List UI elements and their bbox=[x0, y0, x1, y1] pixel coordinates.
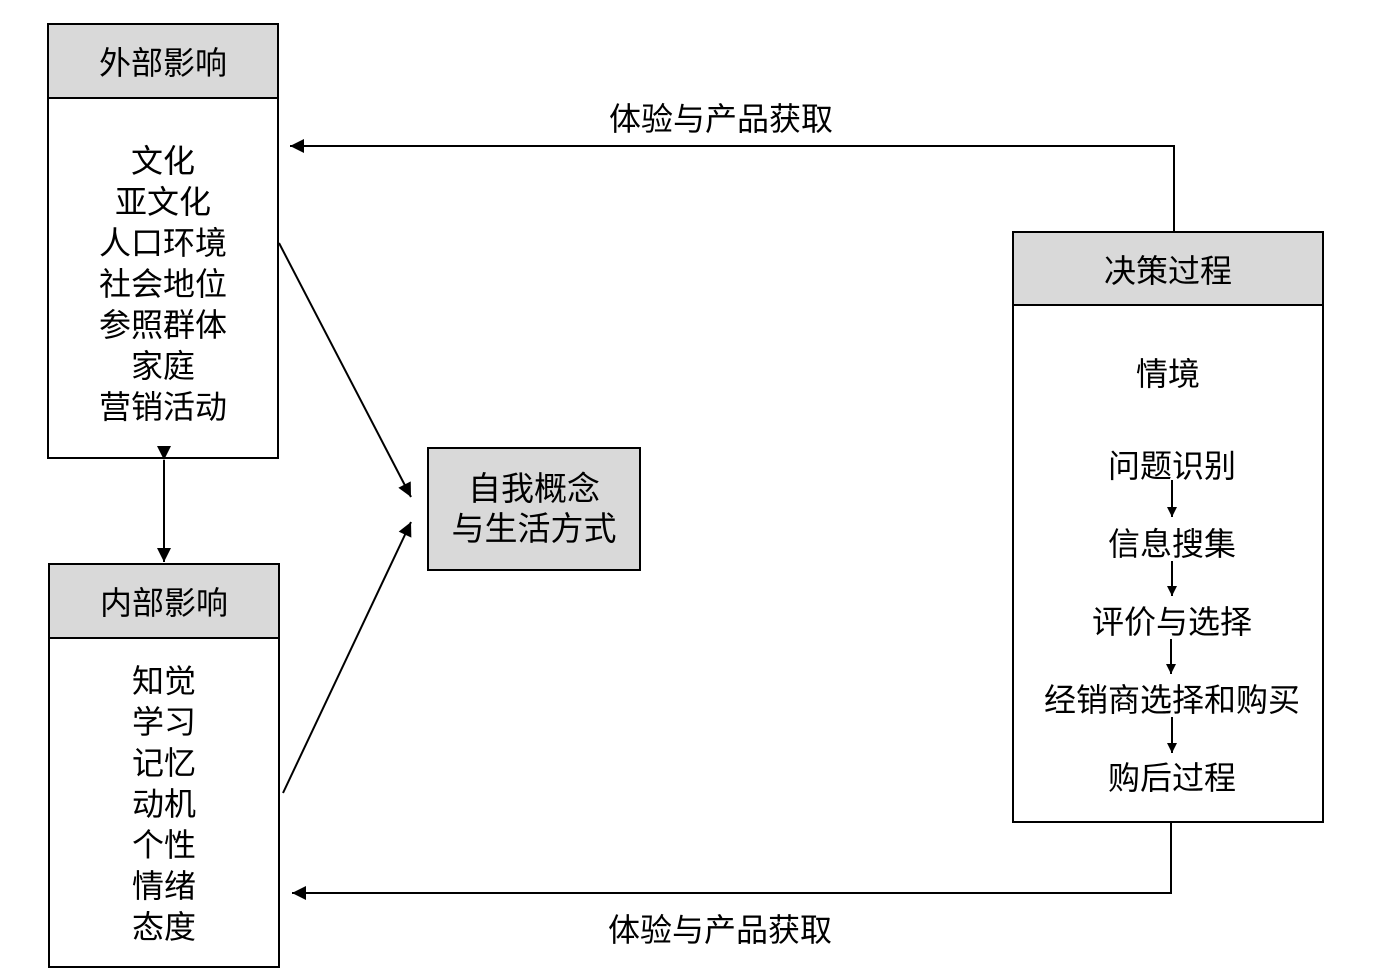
internal-influences-list: 知觉 学习 记忆 动机 个性 情绪 态度 bbox=[50, 639, 278, 948]
list-item: 动机 bbox=[131, 785, 196, 823]
list-item: 营销活动 bbox=[98, 388, 227, 426]
list-item: 记忆 bbox=[131, 744, 196, 782]
list-item: 知觉 bbox=[131, 662, 196, 700]
internal-influences-title: 内部影响 bbox=[50, 565, 278, 639]
self-concept-line2: 与生活方式 bbox=[451, 509, 617, 548]
external-influences-box: 外部影响 文化 亚文化 人口环境 社会地位 参照群体 家庭 营销活动 bbox=[47, 23, 279, 459]
bottom-feedback-arrow bbox=[292, 823, 1172, 900]
list-item: 亚文化 bbox=[114, 183, 211, 221]
internal-to-self-arrow bbox=[282, 521, 412, 794]
step-information-search: 信息搜集 bbox=[1107, 525, 1236, 563]
list-item: 参照群体 bbox=[98, 306, 227, 344]
step-problem-recognition: 问题识别 bbox=[1107, 447, 1236, 485]
list-item: 文化 bbox=[130, 142, 195, 180]
decision-process-box: 决策过程 情境 问题识别 信息搜集 评价与选择 经销商选择和购买 购后过程 bbox=[1012, 231, 1324, 823]
list-item: 个性 bbox=[131, 826, 196, 864]
step-evaluation-selection: 评价与选择 bbox=[1091, 603, 1252, 641]
top-feedback-arrow bbox=[290, 139, 1175, 231]
list-item: 学习 bbox=[131, 703, 196, 741]
external-influences-title: 外部影响 bbox=[49, 25, 277, 99]
external-influences-list: 文化 亚文化 人口环境 社会地位 参照群体 家庭 营销活动 bbox=[49, 99, 277, 428]
self-concept-line1: 自我概念 bbox=[468, 469, 600, 508]
feedback-label-top: 体验与产品获取 bbox=[609, 100, 834, 138]
list-item: 家庭 bbox=[130, 347, 195, 385]
situation-label: 情境 bbox=[1135, 355, 1200, 393]
feedback-label-bottom: 体验与产品获取 bbox=[608, 911, 833, 949]
step-outlet-selection-purchase: 经销商选择和购买 bbox=[1043, 681, 1300, 719]
list-item: 态度 bbox=[131, 908, 196, 946]
list-item: 人口环境 bbox=[98, 224, 227, 262]
internal-influences-box: 内部影响 知觉 学习 记忆 动机 个性 情绪 态度 bbox=[48, 563, 280, 968]
self-concept-box: 自我概念 与生活方式 bbox=[427, 447, 641, 571]
list-item: 情绪 bbox=[131, 867, 196, 905]
decision-process-title: 决策过程 bbox=[1014, 233, 1322, 306]
external-to-self-arrow bbox=[278, 242, 412, 498]
step-post-purchase: 购后过程 bbox=[1107, 759, 1236, 797]
list-item: 社会地位 bbox=[98, 265, 227, 303]
